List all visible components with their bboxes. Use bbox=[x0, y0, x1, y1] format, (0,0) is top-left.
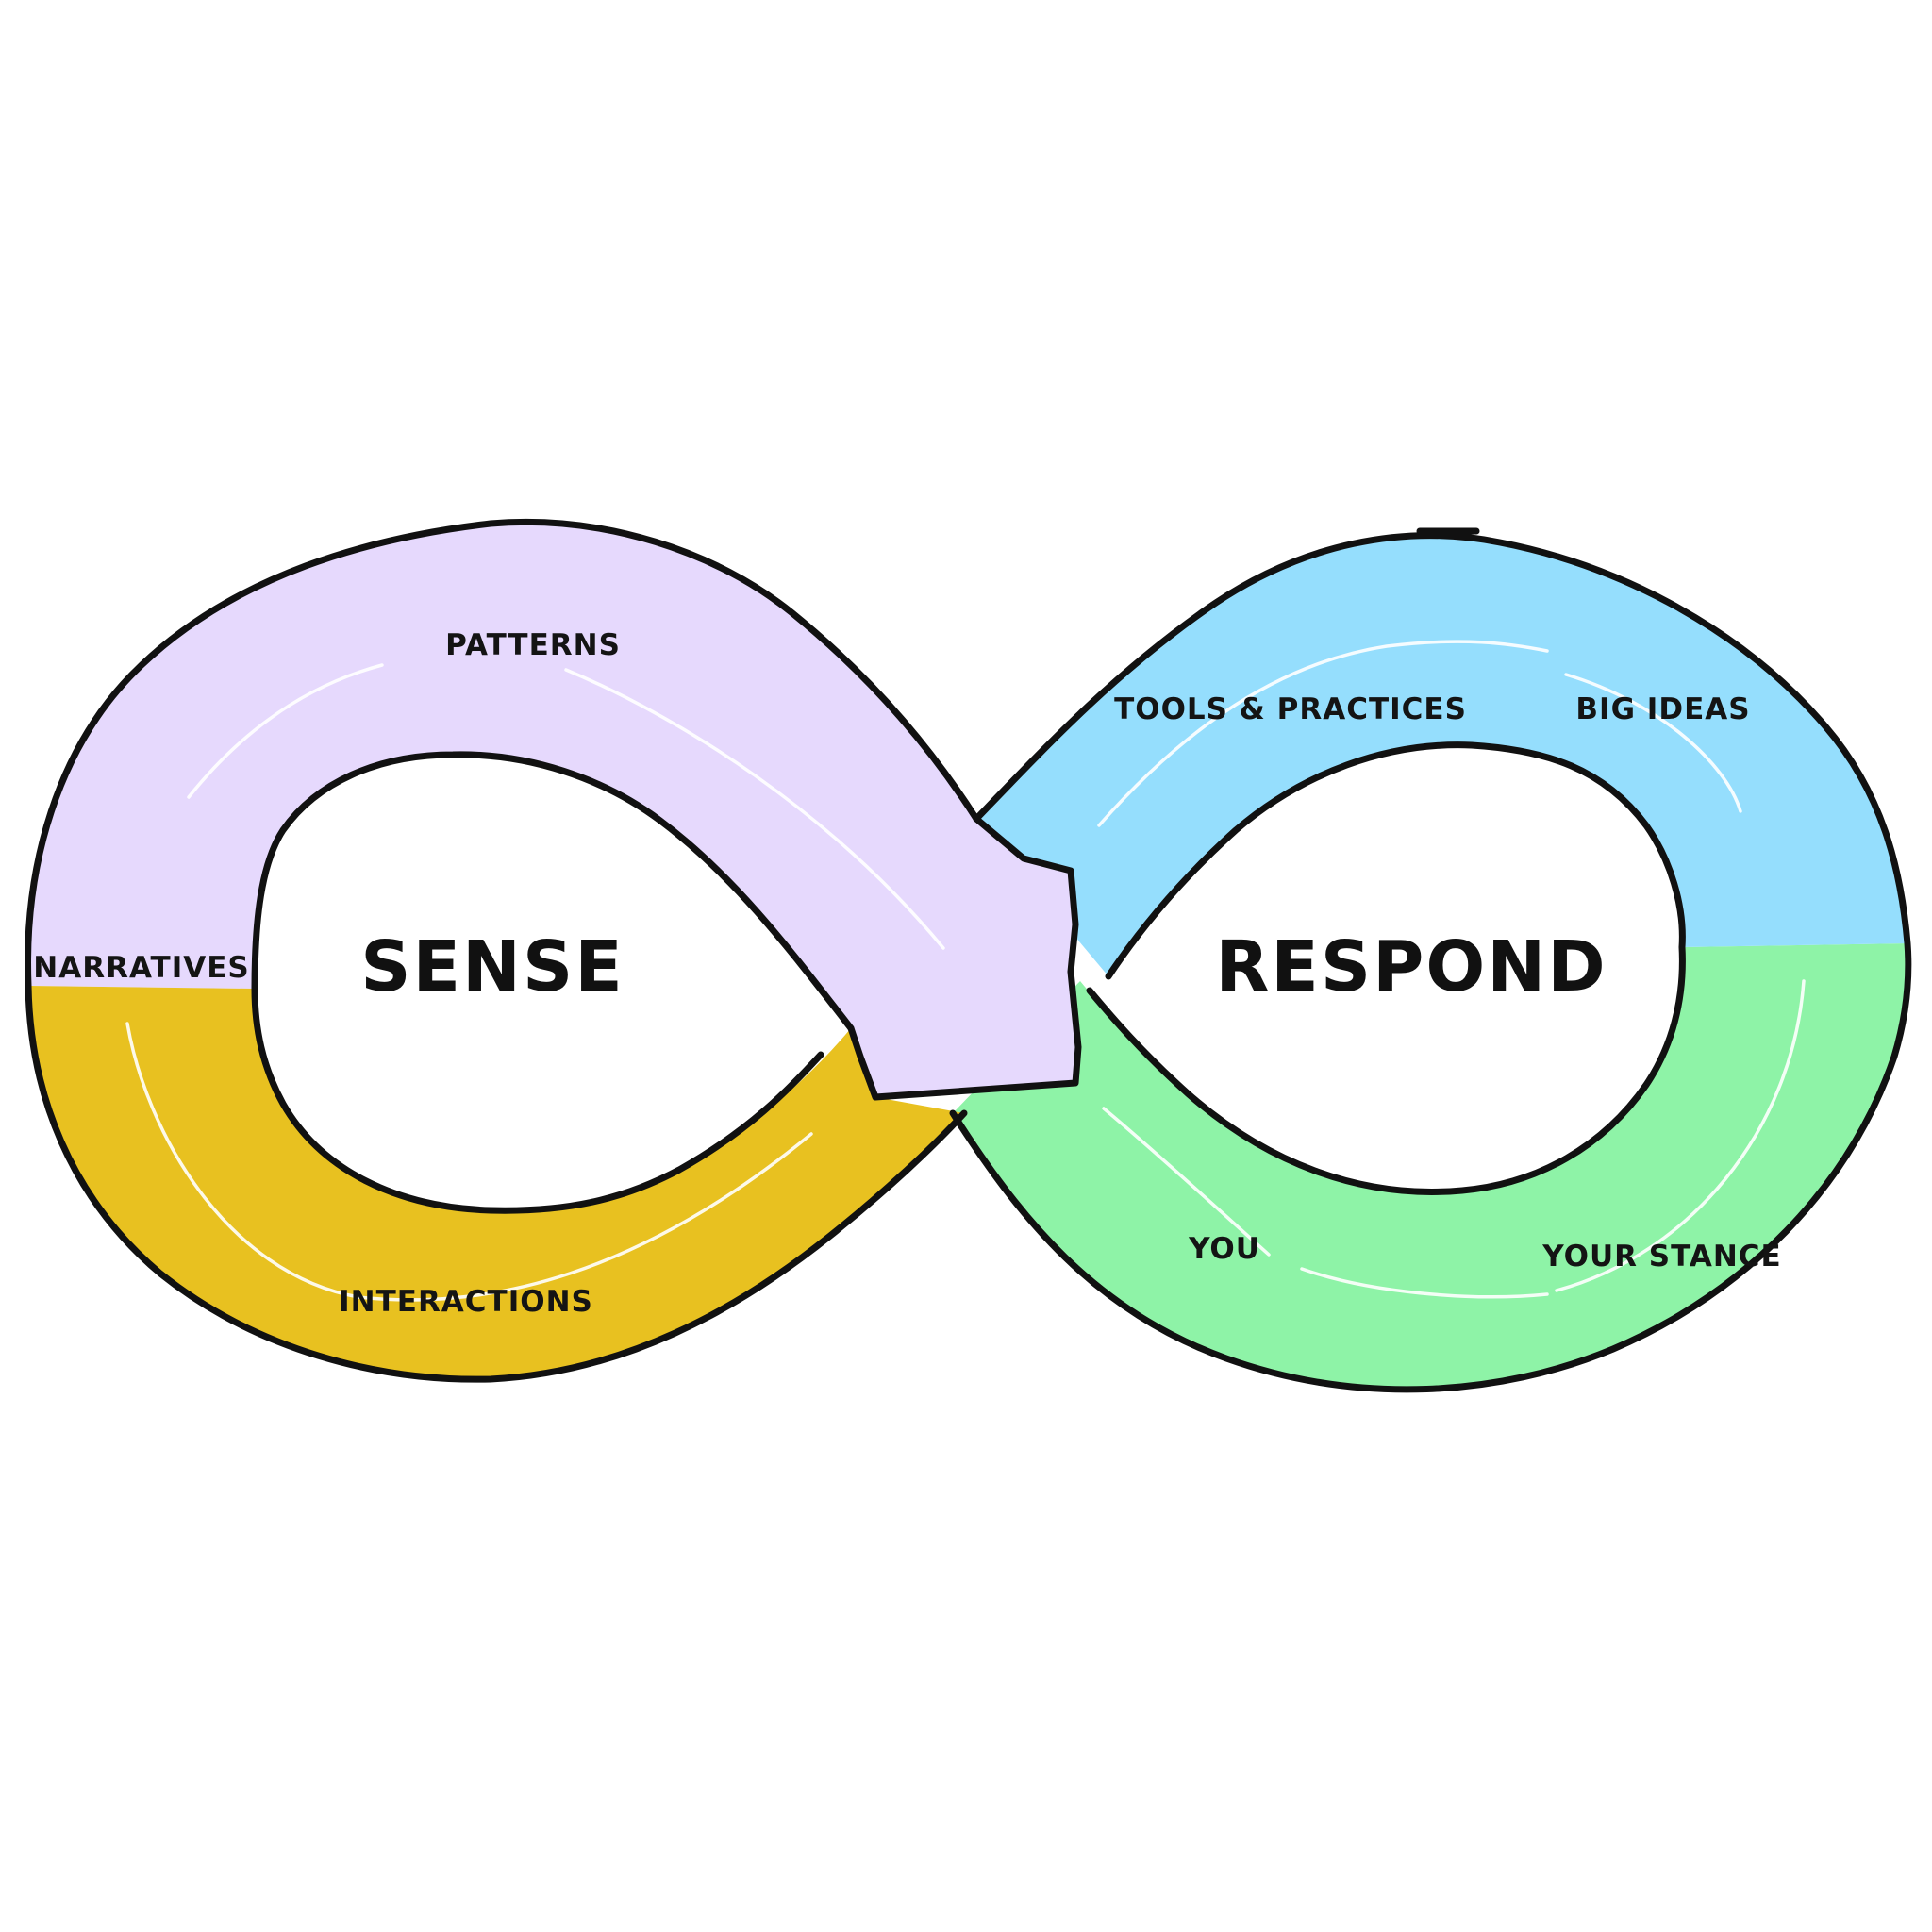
label-your-stance: YOUR STANCE bbox=[1541, 1240, 1781, 1274]
highlight-patterns-right bbox=[564, 668, 945, 950]
outline-arrow-head bbox=[847, 815, 1082, 1101]
outline-right-inner bbox=[1086, 741, 1686, 1195]
label-narratives: NARRATIVES bbox=[33, 951, 249, 985]
purple-band bbox=[27, 522, 1079, 1097]
highlight-stance-right bbox=[1555, 979, 1806, 1292]
highlight-you-stance bbox=[1300, 1267, 1549, 1299]
outlines bbox=[25, 518, 1912, 1393]
highlight-interactions bbox=[125, 1022, 813, 1302]
highlight-patterns-left bbox=[187, 663, 384, 799]
highlight-tools bbox=[1097, 640, 1549, 827]
yellow-band bbox=[28, 986, 964, 1380]
blue-band bbox=[976, 535, 1907, 976]
label-you: YOU bbox=[1188, 1232, 1260, 1266]
label-sense: SENSE bbox=[360, 926, 625, 1008]
label-big-ideas: BIG IDEAS bbox=[1575, 692, 1750, 726]
highlight-you bbox=[1102, 1107, 1271, 1257]
outline-right-outer bbox=[949, 532, 1912, 1393]
label-respond: RESPOND bbox=[1215, 926, 1607, 1008]
highlight-bigideas bbox=[1564, 673, 1742, 813]
loop-labels: SENSE RESPOND bbox=[360, 926, 1607, 1008]
label-tools-practices: TOOLS & PRACTICES bbox=[1114, 692, 1467, 726]
respond-loop-fills bbox=[27, 522, 1908, 1390]
label-interactions: INTERACTIONS bbox=[339, 1285, 593, 1319]
outline-left-inner bbox=[251, 751, 855, 1214]
label-patterns: PATTERNS bbox=[445, 628, 621, 662]
outline-left-outer bbox=[25, 518, 980, 1383]
segment-labels: PATTERNS NARRATIVES INTERACTIONS TOOLS &… bbox=[33, 628, 1781, 1319]
highlight-strokes bbox=[125, 640, 1806, 1302]
green-band bbox=[953, 943, 1908, 1390]
